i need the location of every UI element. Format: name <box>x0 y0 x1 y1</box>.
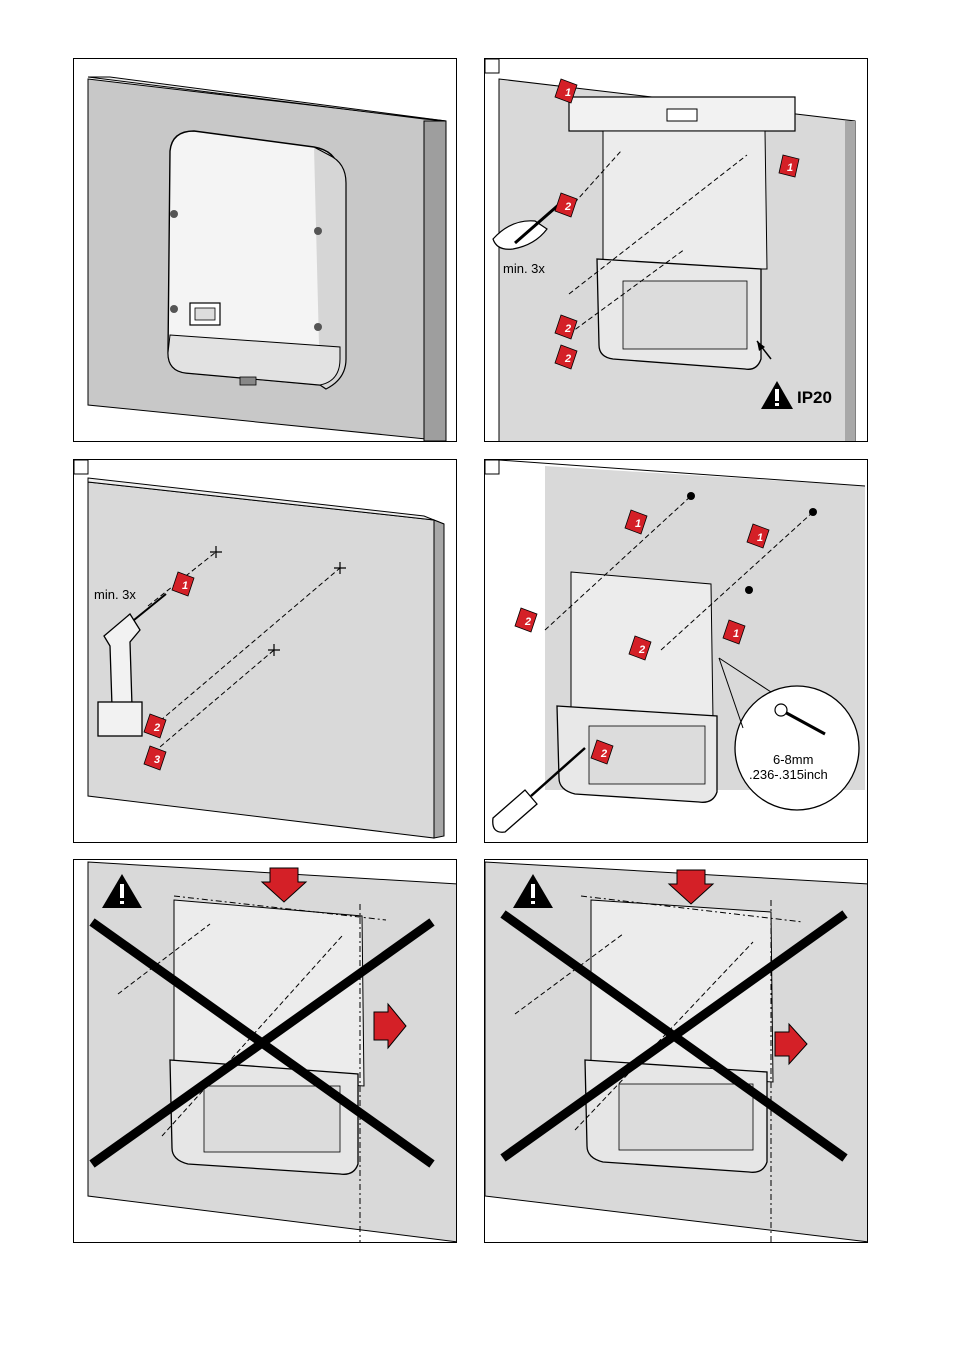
warning-icon <box>761 381 793 409</box>
svg-text:2: 2 <box>564 201 571 213</box>
step-arrow: 1 <box>722 619 746 645</box>
svg-text:1: 1 <box>182 580 188 592</box>
ip-rating-label: IP20 <box>797 388 832 407</box>
step-arrow: 1 <box>624 509 648 535</box>
step-arrow: 2 <box>590 739 614 765</box>
svg-text:1: 1 <box>787 162 793 174</box>
pencil-hand-icon <box>492 199 564 250</box>
panel-drill-holes: min. 3x 1 2 3 <box>73 459 457 843</box>
step-arrow: 2 <box>554 344 578 370</box>
step-arrow: 2 <box>554 192 578 218</box>
svg-text:2: 2 <box>564 323 571 335</box>
count-label: min. 3x <box>503 261 545 276</box>
svg-text:1: 1 <box>565 87 571 99</box>
screw-icon <box>774 703 826 736</box>
step-arrow: 3 <box>143 745 167 771</box>
panel-wrong-mount-1 <box>73 859 457 1243</box>
screw-size-inch: .236-.315inch <box>749 767 828 782</box>
svg-text:2: 2 <box>153 722 160 734</box>
step-arrow: 1 <box>554 78 578 104</box>
cross-out-icon <box>89 918 435 1168</box>
step-arrow: 1 <box>746 523 770 549</box>
panel-inverter-mounted <box>73 58 457 442</box>
inverter-illustration <box>87 76 447 441</box>
step-arrow: 2 <box>628 635 652 661</box>
svg-text:1: 1 <box>757 532 763 544</box>
cross-out-icon <box>500 910 848 1162</box>
step-arrow: 2 <box>143 713 167 739</box>
svg-text:1: 1 <box>635 518 641 530</box>
step-arrow: 1 <box>778 154 800 178</box>
svg-text:2: 2 <box>564 353 571 365</box>
step-arrow: 2 <box>514 607 538 633</box>
svg-text:2: 2 <box>600 748 607 760</box>
screwdriver-icon <box>492 747 586 833</box>
step-arrow: 1 <box>171 571 195 597</box>
svg-text:1: 1 <box>733 628 739 640</box>
panel-mark-holes: min. 3x IP20 1 1 2 2 2 <box>484 58 868 442</box>
panel-fix-bracket: 6-8mm .236-.315inch 1 1 1 2 2 2 <box>484 459 868 843</box>
count-label: min. 3x <box>94 587 136 602</box>
warning-icon <box>513 874 553 908</box>
drill-icon <box>97 593 167 737</box>
svg-text:3: 3 <box>154 754 160 766</box>
svg-text:2: 2 <box>524 616 531 628</box>
screw-size-mm: 6-8mm <box>773 752 813 767</box>
step-arrow: 2 <box>554 314 578 340</box>
svg-text:2: 2 <box>638 644 645 656</box>
panel-wrong-mount-2 <box>484 859 868 1243</box>
warning-icon <box>102 874 142 908</box>
